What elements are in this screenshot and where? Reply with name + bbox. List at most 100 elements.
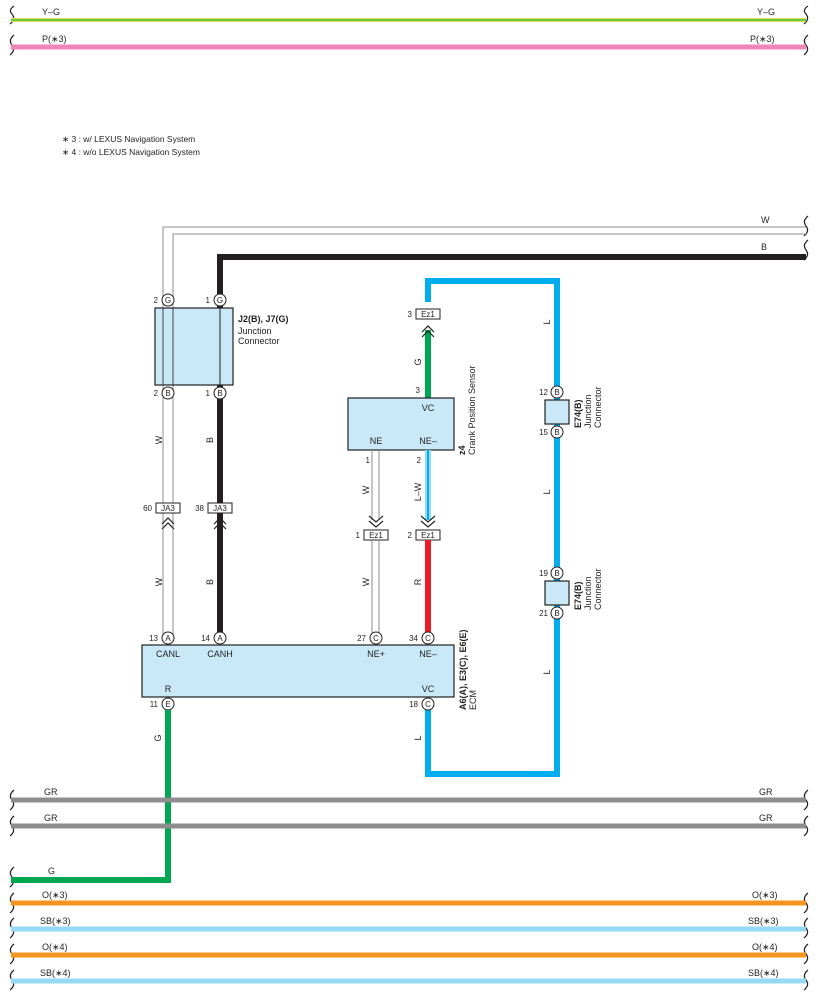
crank-position-sensor[interactable] [347,397,455,451]
ecm-pin-27[interactable]: C 27 [357,631,383,645]
ja3-connector-left[interactable]: JA3 60 [143,502,181,530]
ecm-pin-14-code: A [217,634,223,643]
wire-label-l-1: L [542,319,552,324]
wire-label-sb-4-right: SB(∗4) [748,968,779,978]
ez1-connector-left[interactable]: Ez1 1 [356,529,389,541]
wire-label-o-4-left: O(∗4) [42,942,68,952]
ecm-pin-34[interactable]: C 34 [409,631,435,645]
e74-top-desc-2: Connector [593,386,603,428]
ja3-right-num: 38 [195,504,204,513]
j2-pin-top-1-num: 2 [154,296,159,305]
wire-label-l-w: L–W [413,482,423,501]
ecm-pin-13-num: 13 [149,634,158,643]
wire-label-b-bus: B [761,242,767,252]
j2-pin-bottom-1[interactable]: B 2 [154,386,175,400]
wire-b-bus [217,254,806,510]
e74-top-pin-a-code: B [554,388,559,397]
ecm-name: ECM [468,690,478,710]
ecm-pin-11-num: 11 [150,700,159,709]
wire-label-o-4-right: O(∗4) [752,942,778,952]
crank-code: z4 [457,445,467,455]
e74-junction-connector-bottom[interactable]: B B 19 21 [539,566,570,620]
ecm-pin-27-num: 27 [357,634,366,643]
wire-label-b-lower: B [205,579,215,585]
e74-bottom-desc-2: Connector [593,568,603,610]
e74-bottom-code: E74(B) [573,581,583,610]
j2-pin-top-2-code: G [217,296,223,305]
wire-label-sb-4-left: SB(∗4) [40,968,71,978]
ecm-label-ne-plus: NE+ [367,649,385,659]
ez1-top-label: Ez1 [421,310,435,319]
ecm-label-vc: VC [422,684,435,694]
e74-top-pin-b-num: 15 [539,428,548,437]
ja3-left-label: JA3 [161,504,175,513]
ecm-pin-11-code: E [165,700,170,709]
crank-label-vc: VC [422,403,435,413]
wire-label-l-3: L [542,669,552,674]
wire-label-o-3-left: O(∗3) [42,890,68,900]
wire-label-gr-1-left: GR [44,787,58,797]
ez1-connector-right[interactable]: Ez1 2 [408,529,441,541]
wire-label-w-ne: W [361,485,371,494]
ez1-left-label: Ez1 [369,531,383,540]
wire-label-p-right: P(∗3) [750,34,775,44]
j2-desc-2: Connector [238,336,280,346]
e74-top-pin-a-num: 12 [539,388,548,397]
ez1-connector-top[interactable]: Ez1 3 [408,308,441,320]
e74-bottom-desc-1: Junction [583,576,593,610]
ez1-top-num: 3 [408,310,413,319]
ez1-right-label: Ez1 [421,531,435,540]
wire-w-ne [371,450,380,520]
ecm-pin-34-code: C [425,634,431,643]
j2-pin-top-2[interactable]: G 1 [206,293,227,307]
ecm-pin-11[interactable]: E 11 [150,697,175,711]
wire-label-w-upper: W [154,435,164,444]
wire-label-w-bus: W [761,215,770,225]
j2-junction-connector[interactable] [154,307,234,386]
j2-pin-top-2-num: 1 [206,296,211,305]
wire-label-o-3-right: O(∗3) [752,890,778,900]
ecm-pin-18-code: C [425,700,431,709]
ecm-pin-18[interactable]: C 18 [409,697,435,711]
wire-label-w-lower: W [154,577,164,586]
wire-label-gr-2-left: GR [44,813,58,823]
ez1-left-chevron [368,515,384,528]
ecm-pin-27-code: C [373,634,379,643]
ja3-right-label: JA3 [213,504,227,513]
e74-junction-connector-top[interactable]: B B 12 15 [539,385,570,439]
j2-pin-bottom-2-code: B [217,389,222,398]
j2-pin-bottom-2[interactable]: B 1 [206,386,227,400]
ja3-connector-right[interactable]: JA3 38 [195,502,233,530]
wire-label-p-left: P(∗3) [42,34,67,44]
wire-label-gr-2-right: GR [759,813,773,823]
crank-label-ne-minus: NE– [419,436,437,446]
wire-label-gr-1-right: GR [759,787,773,797]
j2-pin-top-1-code: G [165,296,171,305]
wire-label-l-vc: L [413,735,423,740]
wire-l-loop [425,278,560,777]
wire-w-bus [162,226,806,510]
ez1-right-num: 2 [408,531,413,540]
ecm-pin-13[interactable]: A 13 [149,631,175,645]
j2-pin-bottom-1-code: B [165,389,170,398]
wire-label-y-g-left: Y–G [42,7,60,17]
wire-label-l-2: L [542,489,552,494]
crank-label-ne: NE [370,436,383,446]
ecm[interactable] [141,644,455,698]
ecm-pin-13-code: A [165,634,171,643]
wire-label-r: R [413,578,423,585]
wire-g-ecm [11,710,171,883]
ecm-label-r: R [165,684,172,694]
ez1-top-chevron [421,325,435,338]
j2-pin-bottom-2-num: 1 [206,389,211,398]
ecm-pin-18-num: 18 [409,700,418,709]
wire-label-g-ecm: G [153,734,163,741]
e74-top-code: E74(B) [573,399,583,428]
j2-pin-top-1[interactable]: G 2 [154,293,175,307]
j2-title: J2(B), J7(G) [238,314,289,324]
ecm-label-ne-minus: NE– [419,649,437,659]
ecm-pin-14[interactable]: A 14 [201,631,227,645]
j2-desc-1: Junction [238,326,272,336]
wire-label-g-top: G [413,358,423,365]
wire-w-lower [162,512,174,640]
